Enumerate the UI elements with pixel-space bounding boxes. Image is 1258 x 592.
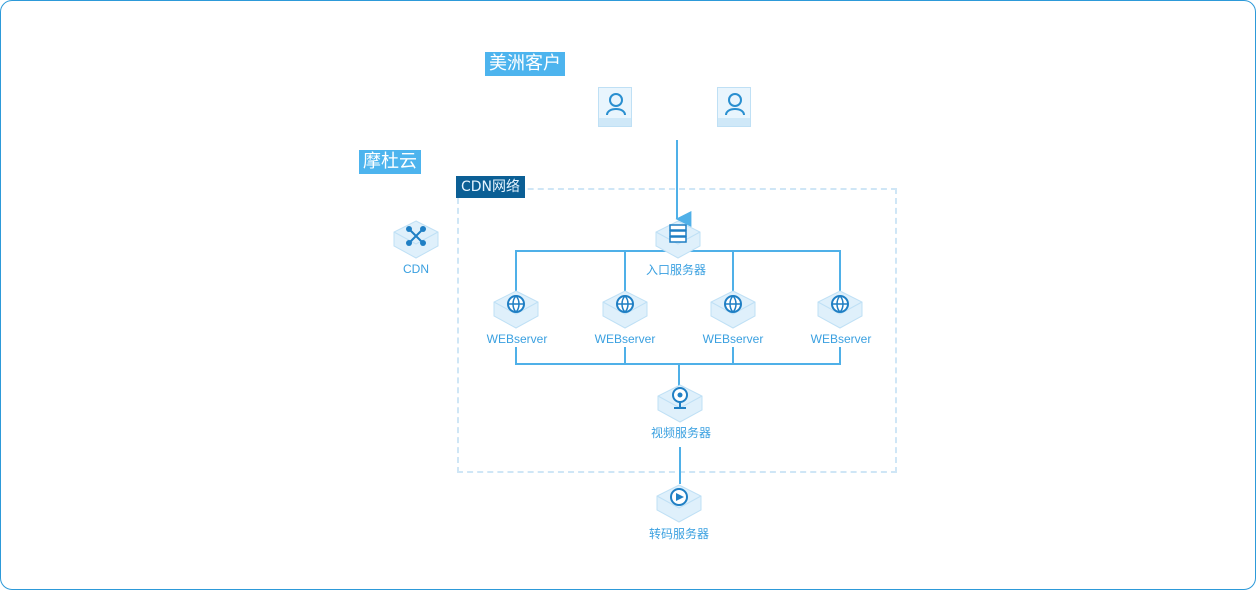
web-server-3 xyxy=(709,290,757,334)
web-to-video-bus xyxy=(515,346,841,365)
globe-icon xyxy=(493,290,539,329)
cdn-node xyxy=(392,220,440,264)
video-server-node xyxy=(656,384,704,428)
user-icon xyxy=(606,93,626,116)
cdn-label: CDN xyxy=(402,262,430,277)
web-server-4-label: WEBserver xyxy=(809,332,873,347)
entry-server-label: 入口服务器 xyxy=(644,263,708,278)
network-nodes-icon xyxy=(393,220,439,259)
client-user-2 xyxy=(717,87,751,127)
webcam-icon xyxy=(657,384,703,423)
web-server-4 xyxy=(816,290,864,334)
web-server-1 xyxy=(492,290,540,334)
play-circle-icon xyxy=(656,484,702,523)
entry-server-node xyxy=(654,220,702,264)
cdn-network-tag: CDN网络 xyxy=(456,176,526,198)
americas-clients-tag: 美洲客户 xyxy=(485,52,565,76)
transcode-server-node xyxy=(655,484,703,528)
user-icon xyxy=(725,93,745,116)
web-server-2 xyxy=(601,290,649,334)
client-user-1 xyxy=(598,87,632,127)
web-server-3-label: WEBserver xyxy=(701,332,765,347)
web-server-2-label: WEBserver xyxy=(593,332,657,347)
cloud-tag: 摩杜云 xyxy=(359,150,421,174)
web-server-1-label: WEBserver xyxy=(485,332,549,347)
video-server-label: 视频服务器 xyxy=(649,426,713,441)
globe-icon xyxy=(602,290,648,329)
server-stack-icon xyxy=(655,220,701,259)
globe-icon xyxy=(710,290,756,329)
transcode-server-label: 转码服务器 xyxy=(647,527,711,542)
globe-icon xyxy=(817,290,863,329)
